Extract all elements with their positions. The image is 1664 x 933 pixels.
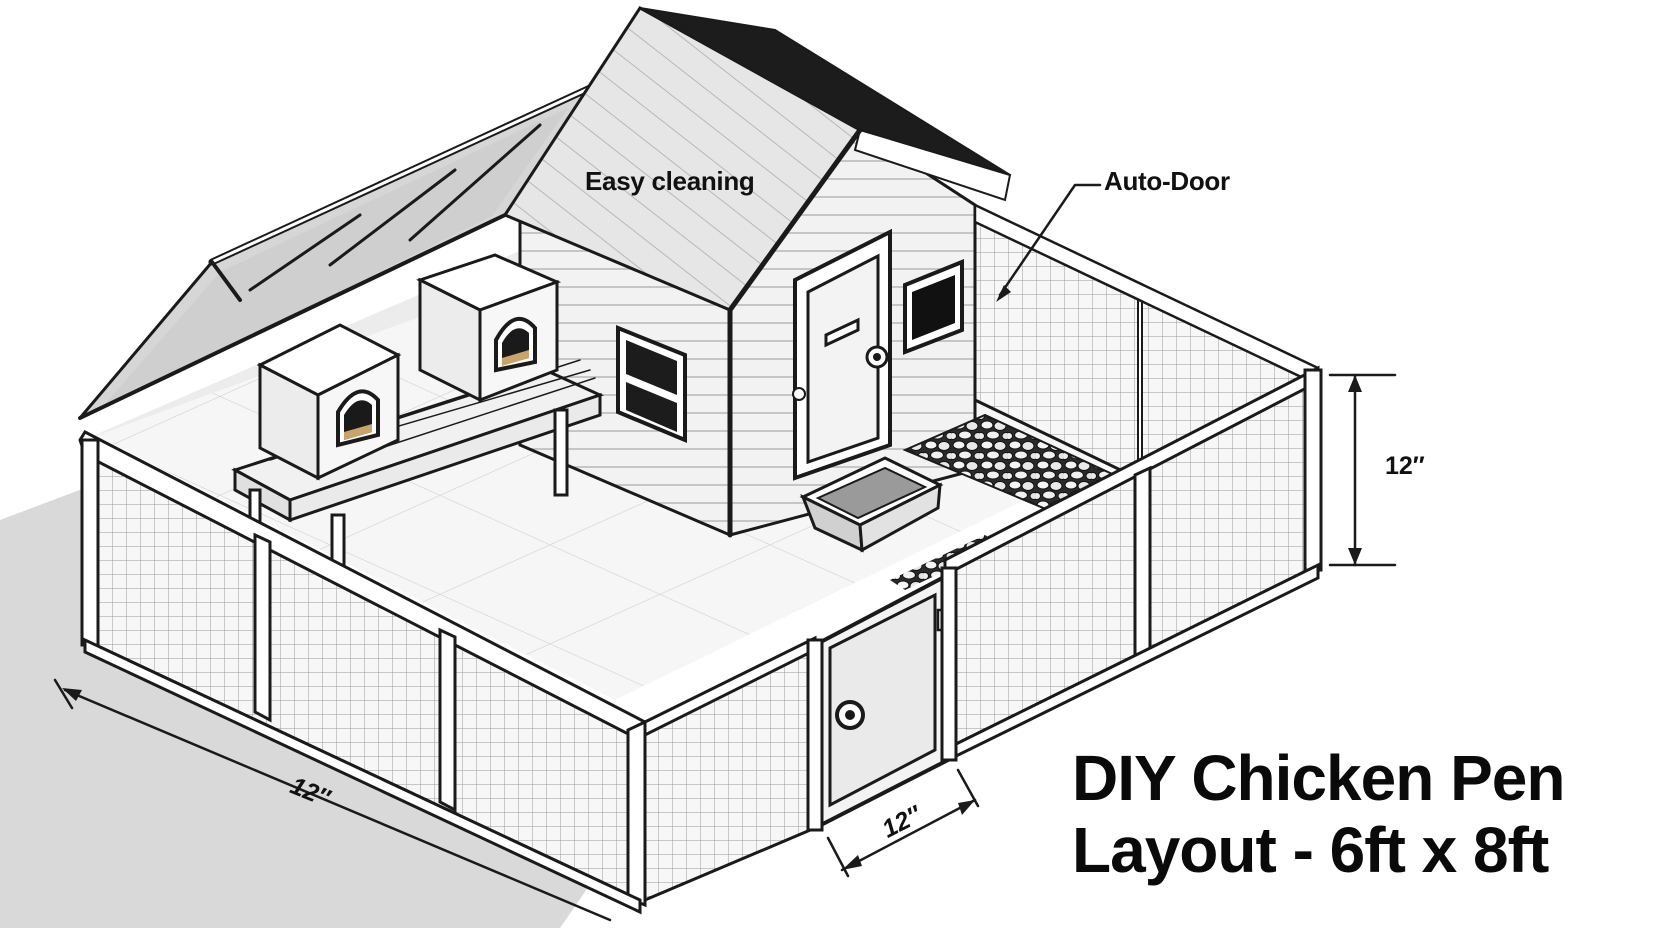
auto-door-callout: Auto-Door [1104,166,1230,196]
front-left-fence [78,430,647,915]
front-right-fence [643,365,1323,903]
dimension-gate [826,768,980,878]
auto-door-leader [996,183,1102,302]
coop-door [792,228,892,481]
coop-house [502,6,1012,538]
auto-door-window [903,259,964,355]
easy-cleaning-callout: Easy cleaning [585,166,755,196]
title-line-1: DIY Chicken Pen [1072,742,1565,814]
feeder-trough [799,456,944,553]
coop-side-window [616,325,687,444]
lid-panel [78,84,595,420]
height-label: 12″ [1385,452,1425,480]
nest-box-right [416,253,562,403]
pen-gate [806,566,958,832]
title-line-2: Layout - 6ft x 8ft [1072,814,1549,886]
nest-box-left [256,323,402,481]
dimension-front [53,678,612,922]
page-title: DIY Chicken Pen Layout - 6ft x 8ft [1072,742,1565,886]
dimension-height [1328,373,1397,567]
